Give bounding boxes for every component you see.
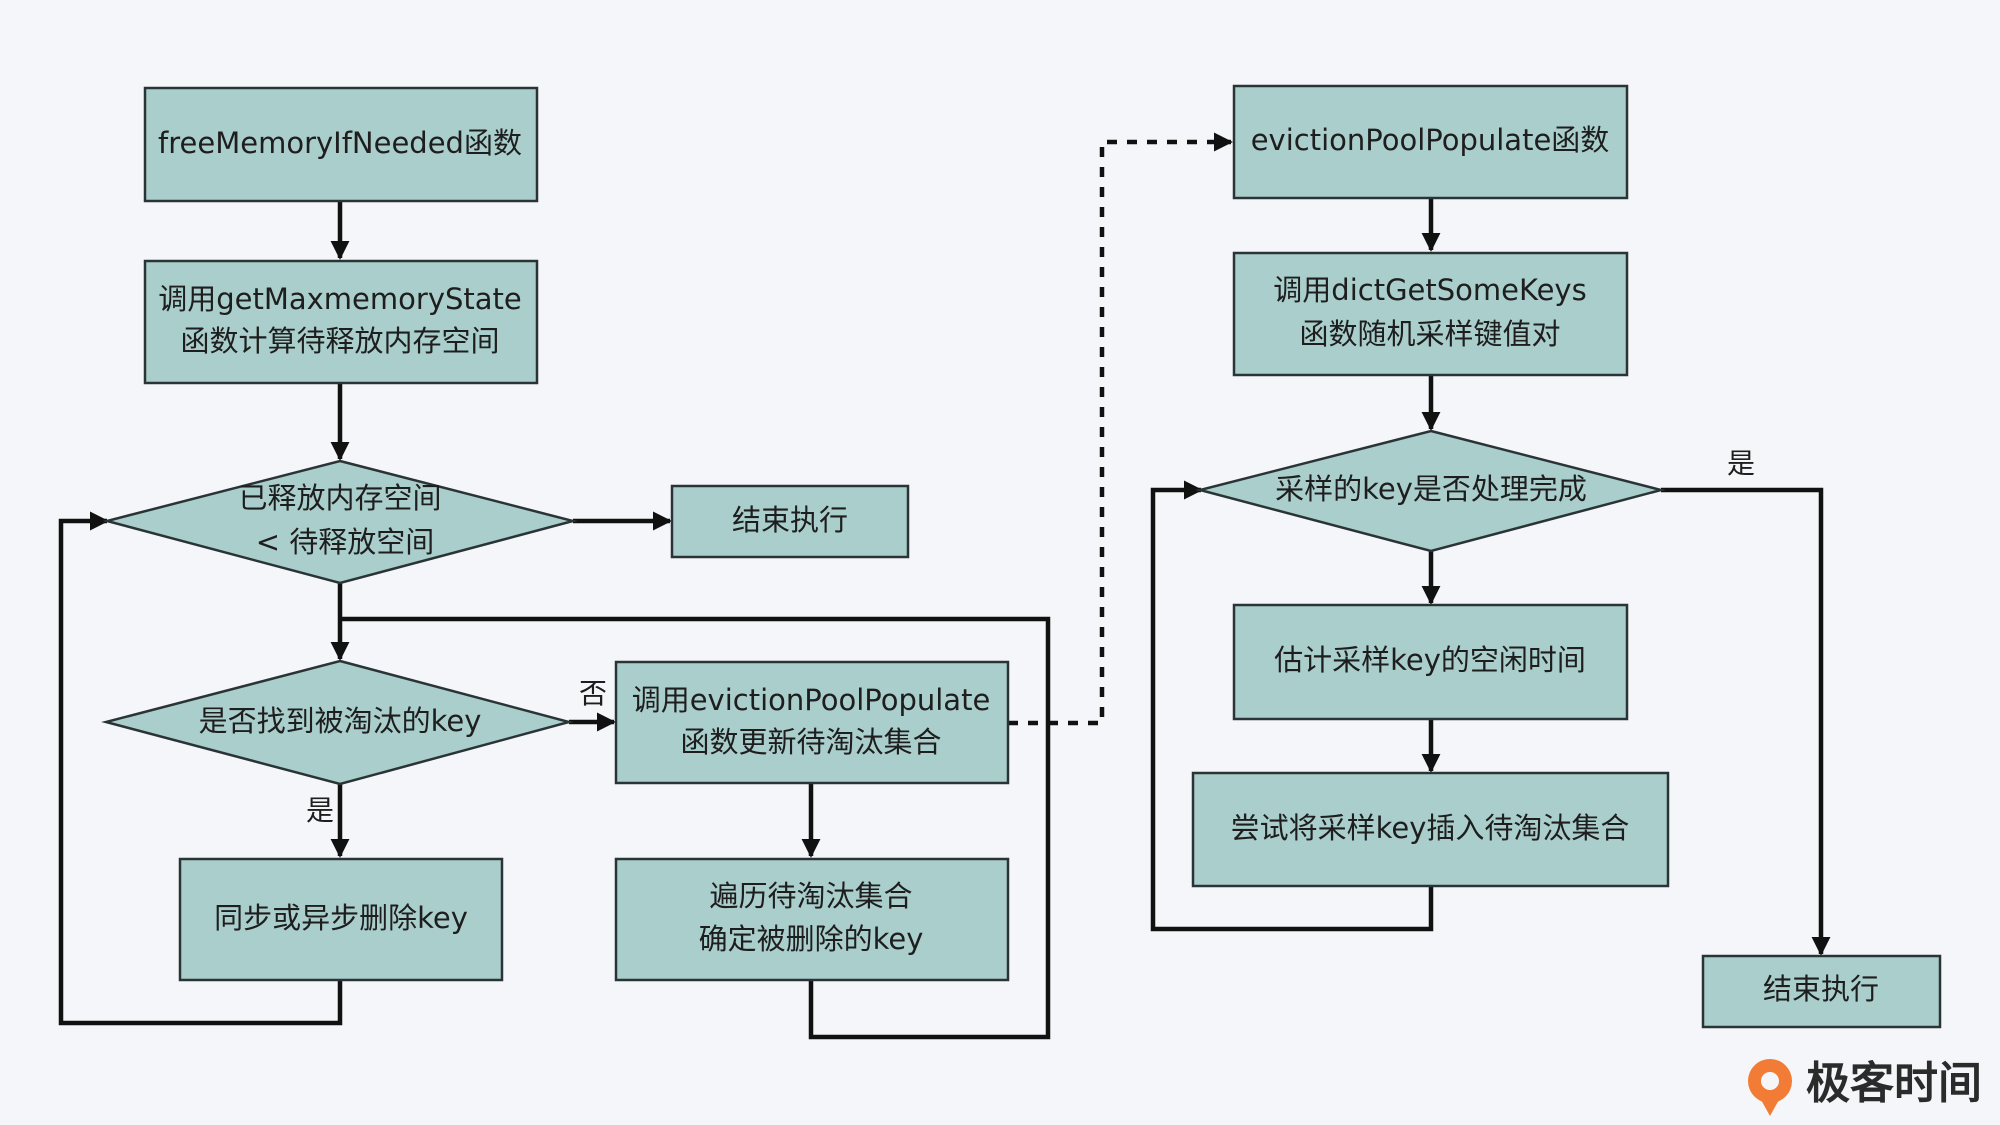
node-label-line2: 函数计算待释放内存空间 xyxy=(180,324,499,358)
node-label: 估计采样key的空闲时间 xyxy=(1274,643,1586,677)
node-box xyxy=(1191,771,1670,888)
node-label: 尝试将采样key插入待淘汰集合 xyxy=(1231,811,1630,845)
edge-label-yes-right: 是 xyxy=(1727,447,1755,480)
node-dict-get-some-keys: 调用dictGetSomeKeys 函数随机采样键值对 xyxy=(1232,251,1629,377)
node-box xyxy=(614,857,1010,982)
node-label: 同步或异步删除key xyxy=(214,901,468,935)
node-end-left: 结束执行 xyxy=(670,484,910,559)
node-label-line1: 调用evictionPoolPopulate xyxy=(632,683,991,717)
node-try-insert: 尝试将采样key插入待淘汰集合 xyxy=(1191,771,1670,888)
decision-box xyxy=(101,659,574,786)
node-end-right: 结束执行 xyxy=(1701,954,1942,1029)
node-box xyxy=(1232,84,1629,200)
edges xyxy=(58,132,1831,1040)
node-estimate-idle: 估计采样key的空闲时间 xyxy=(1232,603,1629,721)
decision-label: 采样的key是否处理完成 xyxy=(1275,472,1587,506)
node-box xyxy=(143,86,539,203)
edge-label-yes-left: 是 xyxy=(306,794,334,827)
node-label: 结束执行 xyxy=(732,503,848,537)
edge-sampled-check-to-end-right xyxy=(1661,487,1831,956)
decision-label-line2: < 待释放空间 xyxy=(256,525,435,559)
node-label-line2: 确定被删除的key xyxy=(699,922,924,956)
edge-insert-loop-back xyxy=(1150,480,1434,932)
node-free-memory: freeMemoryIfNeeded函数 xyxy=(143,86,539,203)
node-delete-key: 同步或异步删除key xyxy=(178,857,504,982)
node-label-line1: 调用getMaxmemoryState xyxy=(158,282,522,316)
node-call-populate: 调用evictionPoolPopulate 函数更新待淘汰集合 xyxy=(614,660,1010,785)
decision-box xyxy=(1195,429,1666,553)
node-box xyxy=(143,259,539,385)
node-box xyxy=(1701,954,1942,1029)
geektime-logo-icon xyxy=(1748,1059,1792,1116)
node-label-line1: 遍历待淘汰集合 xyxy=(709,879,912,913)
edge-traverse-loop-back xyxy=(340,616,1051,1040)
decision-label-line1: 已释放内存空间 xyxy=(238,481,441,515)
node-label: freeMemoryIfNeeded函数 xyxy=(158,126,522,160)
node-label-line2: 函数更新待淘汰集合 xyxy=(680,725,941,759)
edge-label-no: 否 xyxy=(579,677,607,710)
geektime-logo: 极客时间 xyxy=(1748,1058,1982,1116)
decision-freed-check: 已释放内存空间 < 待释放空间 xyxy=(102,459,578,585)
decision-box xyxy=(102,459,578,585)
node-get-maxmemory-state: 调用getMaxmemoryState 函数计算待释放内存空间 xyxy=(143,259,539,385)
decision-found-key: 是否找到被淘汰的key xyxy=(101,659,574,786)
decision-sampled-done: 采样的key是否处理完成 xyxy=(1195,429,1666,553)
node-box xyxy=(670,484,910,559)
node-label-line1: 调用dictGetSomeKeys xyxy=(1273,273,1586,307)
edge-populate-to-func-dashed xyxy=(1008,132,1233,726)
node-populate-func: evictionPoolPopulate函数 xyxy=(1232,84,1629,200)
node-box xyxy=(178,857,504,982)
node-box xyxy=(1232,251,1629,377)
node-label-line2: 函数随机采样键值对 xyxy=(1299,317,1560,351)
edge-delete-loop-back xyxy=(58,511,343,1026)
node-traverse-pool: 遍历待淘汰集合 确定被删除的key xyxy=(614,857,1010,982)
node-box xyxy=(1232,603,1629,721)
node-label: evictionPoolPopulate函数 xyxy=(1251,123,1610,157)
decision-label: 是否找到被淘汰的key xyxy=(199,704,482,738)
logo-text: 极客时间 xyxy=(1806,1058,1982,1109)
node-box xyxy=(614,660,1010,785)
node-label: 结束执行 xyxy=(1763,972,1879,1006)
